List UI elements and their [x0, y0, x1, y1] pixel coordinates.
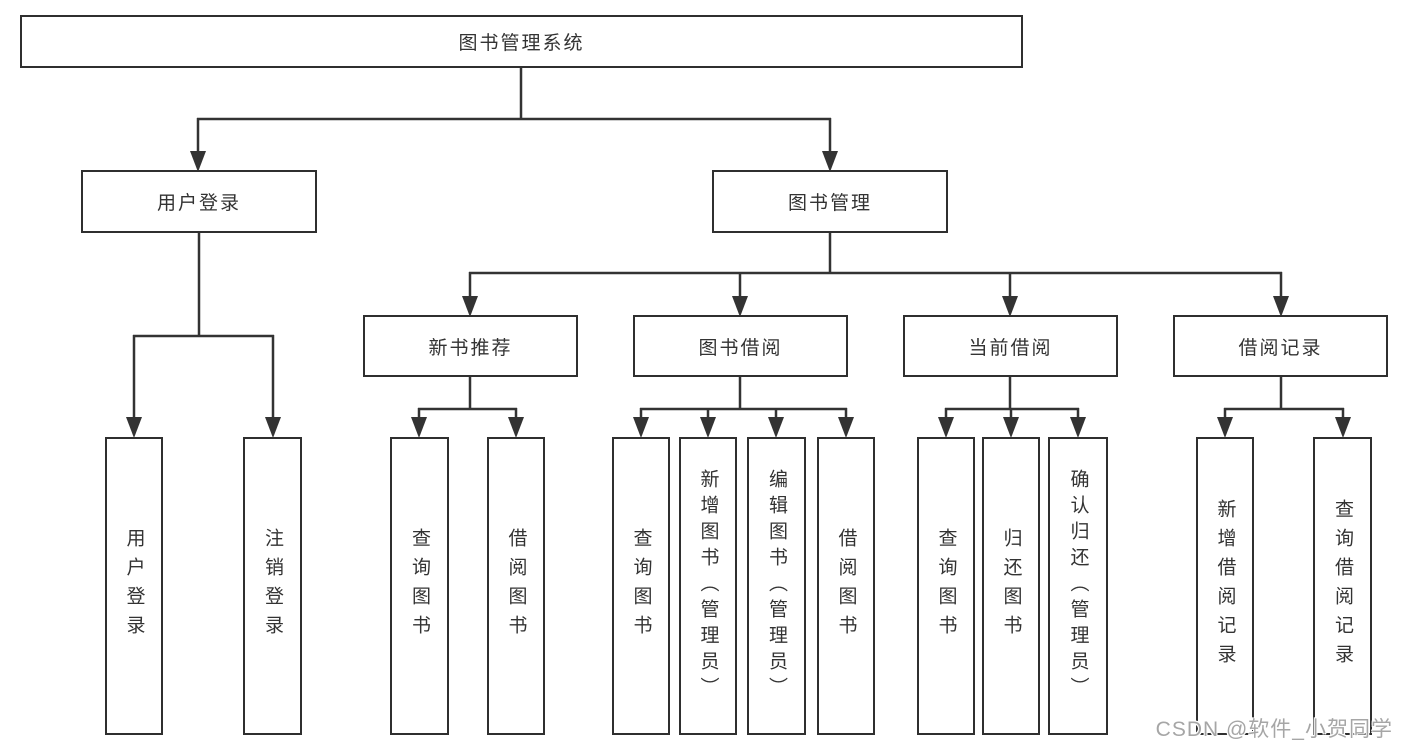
node-current-borrowing: 当前借阅	[903, 315, 1118, 377]
leaf-label: 确认归还（管理员）	[1067, 469, 1089, 703]
leaf-borrow-books: 借阅图书	[817, 437, 875, 735]
leaf-user-login: 用户登录	[105, 437, 163, 735]
node-label: 图书借阅	[698, 337, 783, 359]
leaf-confirm-return-admin: 确认归还（管理员）	[1048, 437, 1108, 735]
node-new-book-recommendation: 新书推荐	[363, 315, 578, 377]
node-label: 用户登录	[156, 193, 241, 214]
node-borrow-records: 借阅记录	[1173, 315, 1388, 377]
connector-root-to-level2	[196, 68, 832, 153]
leaf-label: 查询图书	[630, 528, 652, 644]
leaf-label: 注销登录	[262, 528, 283, 644]
connector-new-book-to-leaves	[417, 377, 518, 419]
node-library-management-system: 图书管理系统	[20, 15, 1023, 68]
leaf-edit-book-admin: 编辑图书（管理员）	[747, 437, 806, 735]
connector-current-borrow-to-leaves	[944, 377, 1080, 419]
csdn-watermark: CSDN @软件_小贺同学	[1155, 718, 1393, 741]
arrowhead-level3	[462, 296, 1289, 317]
arrowhead-current-borrow-leaves	[938, 417, 1086, 438]
leaf-label: 归还图书	[1000, 528, 1022, 644]
arrowhead-book-borrow-leaves	[633, 417, 854, 438]
leaf-add-book-admin: 新增图书（管理员）	[679, 437, 737, 735]
leaf-query-books-borrow: 查询图书	[612, 437, 670, 735]
leaf-label: 借阅图书	[505, 528, 527, 644]
leaf-label: 查询图书	[409, 528, 430, 644]
node-book-management: 图书管理	[712, 170, 948, 233]
leaf-borrow-books-recommend: 借阅图书	[487, 437, 545, 735]
leaf-add-borrow-record: 新增借阅记录	[1196, 437, 1254, 735]
leaf-label: 编辑图书（管理员）	[766, 469, 787, 703]
connector-book-management-to-level3	[468, 233, 1283, 298]
arrowhead-new-book-leaves	[411, 417, 524, 438]
leaf-label: 查询图书	[935, 528, 957, 644]
leaf-query-books-current: 查询图书	[917, 437, 975, 735]
leaf-label: 新增借阅记录	[1214, 499, 1236, 673]
connector-borrow-records-to-leaves	[1223, 377, 1345, 419]
leaf-label: 查询借阅记录	[1332, 499, 1353, 673]
leaf-query-books-recommend: 查询图书	[390, 437, 449, 735]
leaf-logout: 注销登录	[243, 437, 302, 735]
leaf-label: 借阅图书	[835, 528, 857, 644]
node-label: 图书管理系统	[458, 33, 585, 54]
node-label: 新书推荐	[428, 337, 513, 359]
leaf-query-borrow-record: 查询借阅记录	[1313, 437, 1372, 735]
arrowhead-user-login-leaves	[126, 417, 281, 438]
node-user-login: 用户登录	[81, 170, 317, 233]
leaf-label: 新增图书（管理员）	[697, 469, 719, 703]
leaf-return-book: 归还图书	[982, 437, 1040, 735]
node-label: 当前借阅	[968, 337, 1053, 359]
leaf-label: 用户登录	[123, 528, 145, 644]
connector-book-borrow-to-leaves	[639, 377, 848, 419]
node-label: 借阅记录	[1238, 337, 1323, 359]
node-book-borrowing: 图书借阅	[633, 315, 848, 377]
node-label: 图书管理	[787, 193, 872, 214]
arrowhead-level2	[190, 151, 838, 172]
arrowhead-borrow-records-leaves	[1217, 417, 1351, 438]
connector-user-login-to-leaves	[132, 233, 275, 419]
